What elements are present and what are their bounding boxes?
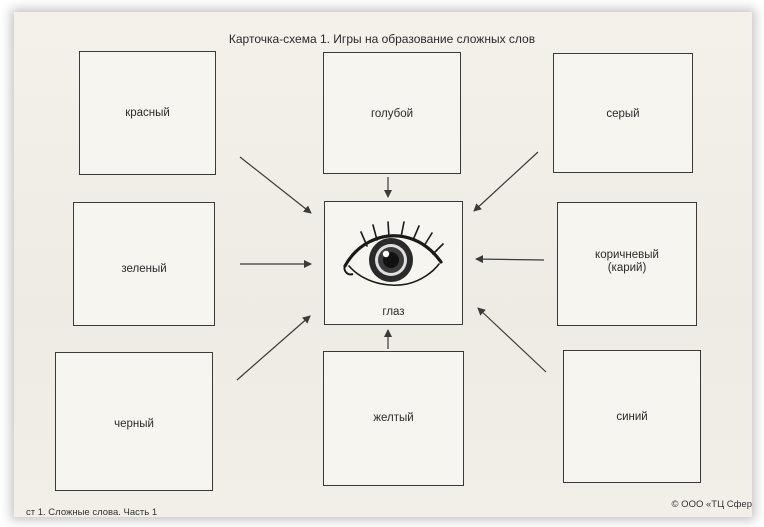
page-title: Карточка-схема 1. Игры на образование сл…	[228, 32, 536, 46]
eye-icon	[343, 221, 444, 286]
footer-left: ст 1. Сложные слова. Часть 1	[26, 507, 158, 518]
card-sery: серый	[553, 53, 693, 173]
arrow-from-bottom-right	[477, 307, 547, 373]
card-zhelty: желтый	[323, 351, 464, 486]
card-label: зеленый	[121, 263, 167, 275]
card-label: черный	[114, 418, 154, 430]
arrow-from-top-right	[473, 151, 539, 212]
card-label: желтый	[373, 412, 414, 424]
card-goluboy: голубой	[323, 52, 461, 174]
card-label: коричневый	[595, 249, 659, 261]
card-label: синий	[616, 411, 648, 423]
card-siny: синий	[563, 350, 701, 483]
card-cherny: черный	[55, 352, 213, 491]
card-label: (карий)	[607, 262, 647, 274]
card-krasny: красный	[79, 51, 216, 175]
footer-right: © ООО «ТЦ Сфер	[671, 499, 752, 510]
card-label: серый	[606, 108, 640, 120]
arrow-from-bottom-left	[236, 315, 311, 381]
card-glaz-center: глаз	[324, 201, 463, 325]
card-korichnevy: коричневый (карий)	[557, 202, 697, 326]
card-label: глаз	[382, 306, 405, 318]
arrow-from-middle-right	[475, 255, 545, 264]
arrow-from-top-left	[239, 156, 312, 214]
card-label: голубой	[370, 108, 414, 120]
card-zeleny: зеленый	[73, 202, 215, 326]
card-label: красный	[125, 107, 170, 119]
